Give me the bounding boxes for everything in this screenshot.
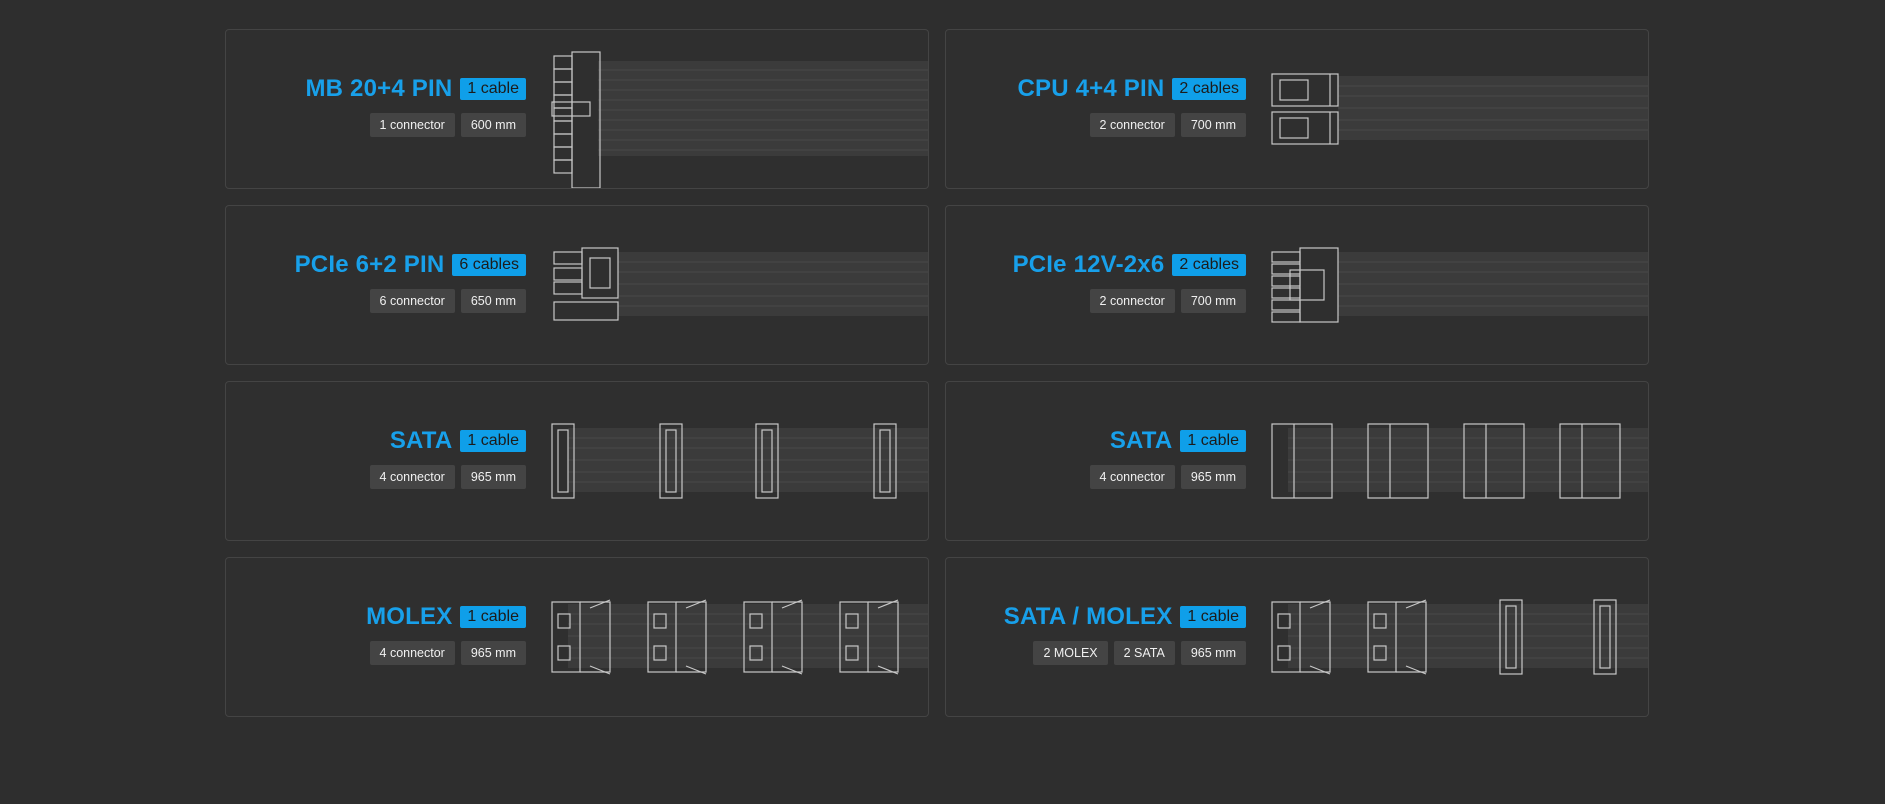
length-tag: 965 mm: [1180, 641, 1246, 665]
length-tag: 965 mm: [460, 465, 526, 489]
cable-info: MOLEX 1 cable 4 connector 965 mm: [366, 603, 526, 665]
sata-count-tag: 2 SATA: [1113, 641, 1175, 665]
connector-count-tag: 4 connector: [369, 641, 455, 665]
spec-tags: 2 connector 700 mm: [1089, 113, 1246, 137]
cable-card-sata-molex: SATA / MOLEX 1 cable 2 MOLEX 2 SATA 965 …: [945, 557, 1649, 717]
cable-title: PCIe 12V-2x6: [1012, 251, 1165, 278]
title-row: MOLEX 1 cable: [366, 603, 526, 631]
cable-info: SATA 1 cable 4 connector 965 mm: [369, 427, 526, 489]
cable-title: MOLEX: [366, 603, 453, 630]
cable-card-sata: SATA 1 cable 4 connector 965 mm: [225, 381, 929, 541]
cable-info: SATA 1 cable 4 connector 965 mm: [1089, 427, 1246, 489]
connector-count-tag: 6 connector: [369, 289, 455, 313]
cable-count-badge: 1 cable: [1180, 606, 1246, 628]
length-tag: 965 mm: [1180, 465, 1246, 489]
title-row: PCIe 6+2 PIN 6 cables: [295, 251, 526, 279]
cable-info: CPU 4+4 PIN 2 cables 2 connector 700 mm: [1017, 75, 1246, 137]
cable-count-badge: 1 cable: [460, 78, 526, 100]
connector-count-tag: 4 connector: [1089, 465, 1175, 489]
cable-card-mb-24pin: MB 20+4 PIN 1 cable 1 connector 600 mm: [225, 29, 929, 189]
cpu-8pin-connector-icon: [1271, 73, 1648, 145]
title-row: PCIe 12V-2x6 2 cables: [1013, 251, 1246, 279]
length-tag: 600 mm: [460, 113, 526, 137]
sata-connector-icon: [551, 423, 928, 499]
cable-title: PCIe 6+2 PIN: [294, 251, 445, 278]
12v-2x6-connector-icon: [1271, 247, 1648, 323]
spec-tags: 4 connector 965 mm: [369, 641, 526, 665]
cable-grid: MB 20+4 PIN 1 cable 1 connector 600 mm: [225, 29, 1649, 717]
cable-info: PCIe 6+2 PIN 6 cables 6 connector 650 mm: [295, 251, 526, 313]
spec-tags: 4 connector 965 mm: [1089, 465, 1246, 489]
spec-tags: 1 connector 600 mm: [369, 113, 526, 137]
connector-count-tag: 4 connector: [369, 465, 455, 489]
spec-tags: 2 connector 700 mm: [1089, 289, 1246, 313]
sata-connector-icon: [1271, 423, 1648, 499]
title-row: SATA 1 cable: [390, 427, 526, 455]
length-tag: 700 mm: [1180, 289, 1246, 313]
cable-count-badge: 2 cables: [1172, 78, 1246, 100]
spec-tags: 4 connector 965 mm: [369, 465, 526, 489]
cable-card-sata-alt: SATA 1 cable 4 connector 965 mm: [945, 381, 1649, 541]
cable-card-cpu-8pin: CPU 4+4 PIN 2 cables 2 connector 700 mm: [945, 29, 1649, 189]
connector-count-tag: 1 connector: [369, 113, 455, 137]
cable-card-pcie-8pin: PCIe 6+2 PIN 6 cables 6 connector 650 mm: [225, 205, 929, 365]
molex-sata-connector-icon: [1271, 599, 1648, 675]
cable-card-12v-2x6: PCIe 12V-2x6 2 cables 2 connector 700 mm: [945, 205, 1649, 365]
molex-count-tag: 2 MOLEX: [1033, 641, 1108, 665]
pcie-8pin-connector-icon: [553, 247, 928, 321]
title-row: SATA 1 cable: [1110, 427, 1246, 455]
length-tag: 965 mm: [460, 641, 526, 665]
cable-title: MB 20+4 PIN: [305, 75, 453, 102]
title-row: SATA / MOLEX 1 cable: [1004, 603, 1246, 631]
spec-tags: 2 MOLEX 2 SATA 965 mm: [1033, 641, 1246, 665]
length-tag: 700 mm: [1180, 113, 1246, 137]
cable-title: SATA: [389, 427, 453, 454]
mb-24pin-connector-icon: [551, 51, 928, 188]
cable-count-badge: 1 cable: [460, 430, 526, 452]
cable-info: MB 20+4 PIN 1 cable 1 connector 600 mm: [305, 75, 526, 137]
cable-card-molex: MOLEX 1 cable 4 connector 965 mm: [225, 557, 929, 717]
cable-info: SATA / MOLEX 1 cable 2 MOLEX 2 SATA 965 …: [1004, 603, 1246, 665]
cable-title: SATA / MOLEX: [1003, 603, 1173, 630]
cable-count-badge: 1 cable: [1180, 430, 1246, 452]
length-tag: 650 mm: [460, 289, 526, 313]
connector-count-tag: 2 connector: [1089, 113, 1175, 137]
cable-count-badge: 2 cables: [1172, 254, 1246, 276]
spec-tags: 6 connector 650 mm: [369, 289, 526, 313]
title-row: MB 20+4 PIN 1 cable: [305, 75, 526, 103]
cable-title: CPU 4+4 PIN: [1017, 75, 1165, 102]
cable-title: SATA: [1109, 427, 1173, 454]
cable-count-badge: 6 cables: [452, 254, 526, 276]
title-row: CPU 4+4 PIN 2 cables: [1017, 75, 1246, 103]
connector-count-tag: 2 connector: [1089, 289, 1175, 313]
cable-count-badge: 1 cable: [460, 606, 526, 628]
molex-connector-icon: [551, 599, 928, 675]
cable-info: PCIe 12V-2x6 2 cables 2 connector 700 mm: [1013, 251, 1246, 313]
